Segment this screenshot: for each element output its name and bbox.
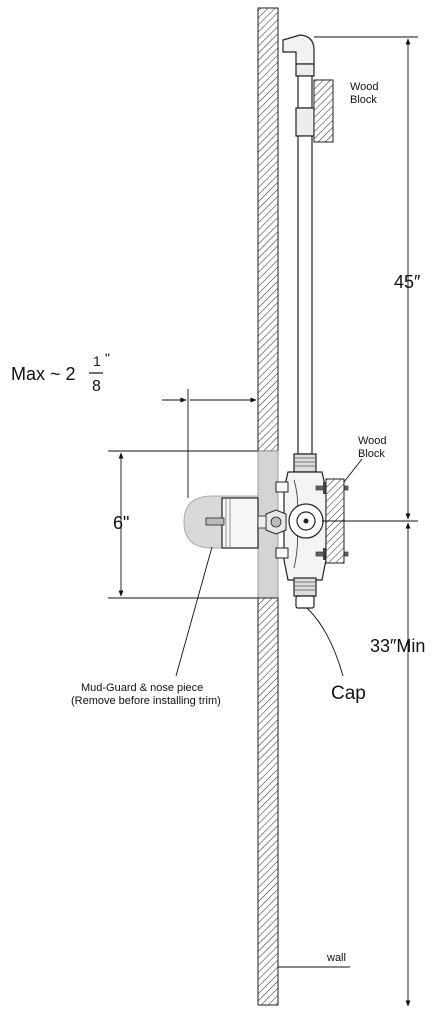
dimension-label-6: 6" — [113, 513, 129, 533]
max-projection-inch-mark: " — [105, 350, 110, 366]
valve-cap — [295, 595, 315, 609]
valve-inlet-fitting — [293, 577, 317, 597]
riser-threaded-connector — [293, 453, 317, 473]
max-projection-dimension — [162, 389, 257, 498]
wood-block-top-label-line1: Wood — [350, 81, 379, 93]
dimension-label-33-min: 33″Min — [370, 636, 425, 656]
shower-riser-pipe — [282, 34, 317, 473]
wood-block-mid-label-line2: Block — [358, 448, 385, 460]
cap-label: Cap — [331, 683, 366, 704]
wall-lower-section — [257, 597, 279, 1006]
riser-coupling — [295, 107, 315, 137]
nose-piece-body — [221, 497, 259, 549]
max-projection-label: Max ~ 2 1 8 " — [11, 350, 110, 395]
mud-guard-leader-line — [175, 546, 213, 677]
vertical-dimension-lines — [314, 36, 418, 1007]
wood-block-mid-label: Wood Block — [358, 435, 387, 460]
wall-label: wall — [326, 952, 346, 964]
wall-upper-section — [257, 7, 279, 452]
valve-stem-washer — [270, 516, 282, 528]
top-elbow — [282, 34, 315, 65]
riser-pipe-main — [297, 135, 313, 455]
wood-block-top-label-line2: Block — [350, 94, 377, 106]
valve-side-port-upper — [275, 481, 289, 493]
max-projection-fraction-numerator: 1 — [93, 353, 101, 369]
wood-block-mid-label-line1: Wood — [358, 435, 387, 447]
cap-leader-line — [306, 607, 344, 677]
max-projection-fraction-denominator: 8 — [92, 378, 101, 395]
mud-guard-nose-piece — [183, 495, 267, 549]
mud-guard-label-line1: Mud-Guard & nose piece — [81, 682, 203, 694]
riser-fitting-top — [295, 63, 315, 77]
nose-piece-stem — [205, 517, 225, 526]
wall — [257, 7, 279, 1006]
riser-pipe-upper — [297, 75, 313, 109]
max-projection-prefix: Max ~ 2 — [11, 364, 76, 384]
wood-block-top — [313, 79, 334, 143]
valve-side-port-lower — [275, 547, 289, 559]
opening-dimension — [108, 450, 258, 599]
mud-guard-label-line2: (Remove before installing trim) — [71, 695, 221, 707]
valve-stem-through-wall — [257, 515, 267, 529]
wood-block-top-label: Wood Block — [350, 81, 379, 106]
wood-block-mid-leader — [343, 458, 363, 483]
dimension-label-45: 45″ — [394, 272, 421, 292]
